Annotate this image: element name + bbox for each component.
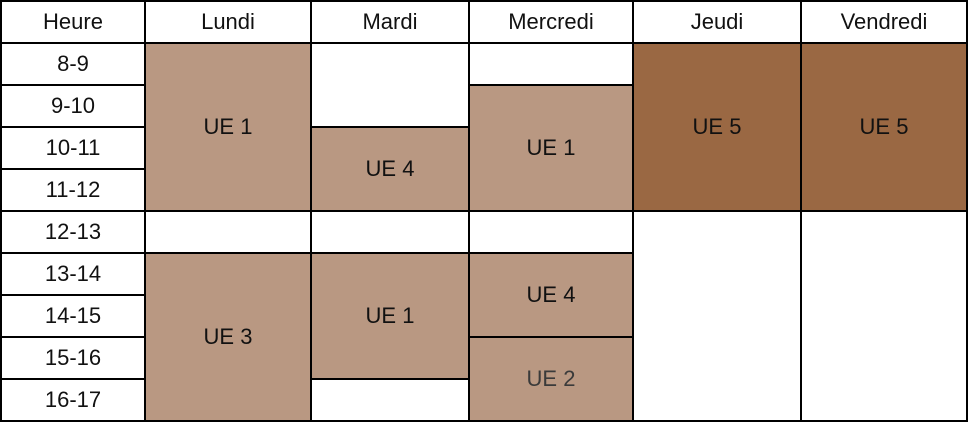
hour-label: 11-12 — [0, 168, 146, 212]
hour-label: 10-11 — [0, 126, 146, 170]
hour-label: 15-16 — [0, 336, 146, 380]
header-day-jeudi: Jeudi — [632, 0, 802, 44]
empty-slot-jeudi — [632, 210, 802, 422]
header-day-mardi: Mardi — [310, 0, 470, 44]
empty-slot-vendredi — [800, 210, 968, 422]
empty-slot-mercredi — [468, 210, 634, 254]
header-hour: Heure — [0, 0, 146, 44]
empty-slot-mardi — [310, 42, 470, 128]
hour-label: 9-10 — [0, 84, 146, 128]
empty-slot-mardi — [310, 378, 470, 422]
empty-slot-lundi — [144, 210, 312, 254]
course-block-lundi-morning[interactable]: UE 1 — [144, 42, 312, 212]
course-block-mardi-morning[interactable]: UE 4 — [310, 126, 470, 212]
hour-label: 14-15 — [0, 294, 146, 338]
empty-slot-mercredi — [468, 42, 634, 86]
header-day-vendredi: Vendredi — [800, 0, 968, 44]
course-block-lundi-afternoon[interactable]: UE 3 — [144, 252, 312, 422]
empty-slot-mardi — [310, 210, 470, 254]
course-block-jeudi-morning[interactable]: UE 5 — [632, 42, 802, 212]
hour-label: 8-9 — [0, 42, 146, 86]
course-block-mardi-afternoon[interactable]: UE 1 — [310, 252, 470, 380]
hour-label: 12-13 — [0, 210, 146, 254]
course-block-mercredi-morning[interactable]: UE 1 — [468, 84, 634, 212]
header-day-lundi: Lundi — [144, 0, 312, 44]
header-day-mercredi: Mercredi — [468, 0, 634, 44]
course-block-mercredi-afternoon-1[interactable]: UE 4 — [468, 252, 634, 338]
course-block-vendredi-morning[interactable]: UE 5 — [800, 42, 968, 212]
hour-label: 13-14 — [0, 252, 146, 296]
course-block-mercredi-afternoon-2[interactable]: UE 2 — [468, 336, 634, 422]
hour-label: 16-17 — [0, 378, 146, 422]
